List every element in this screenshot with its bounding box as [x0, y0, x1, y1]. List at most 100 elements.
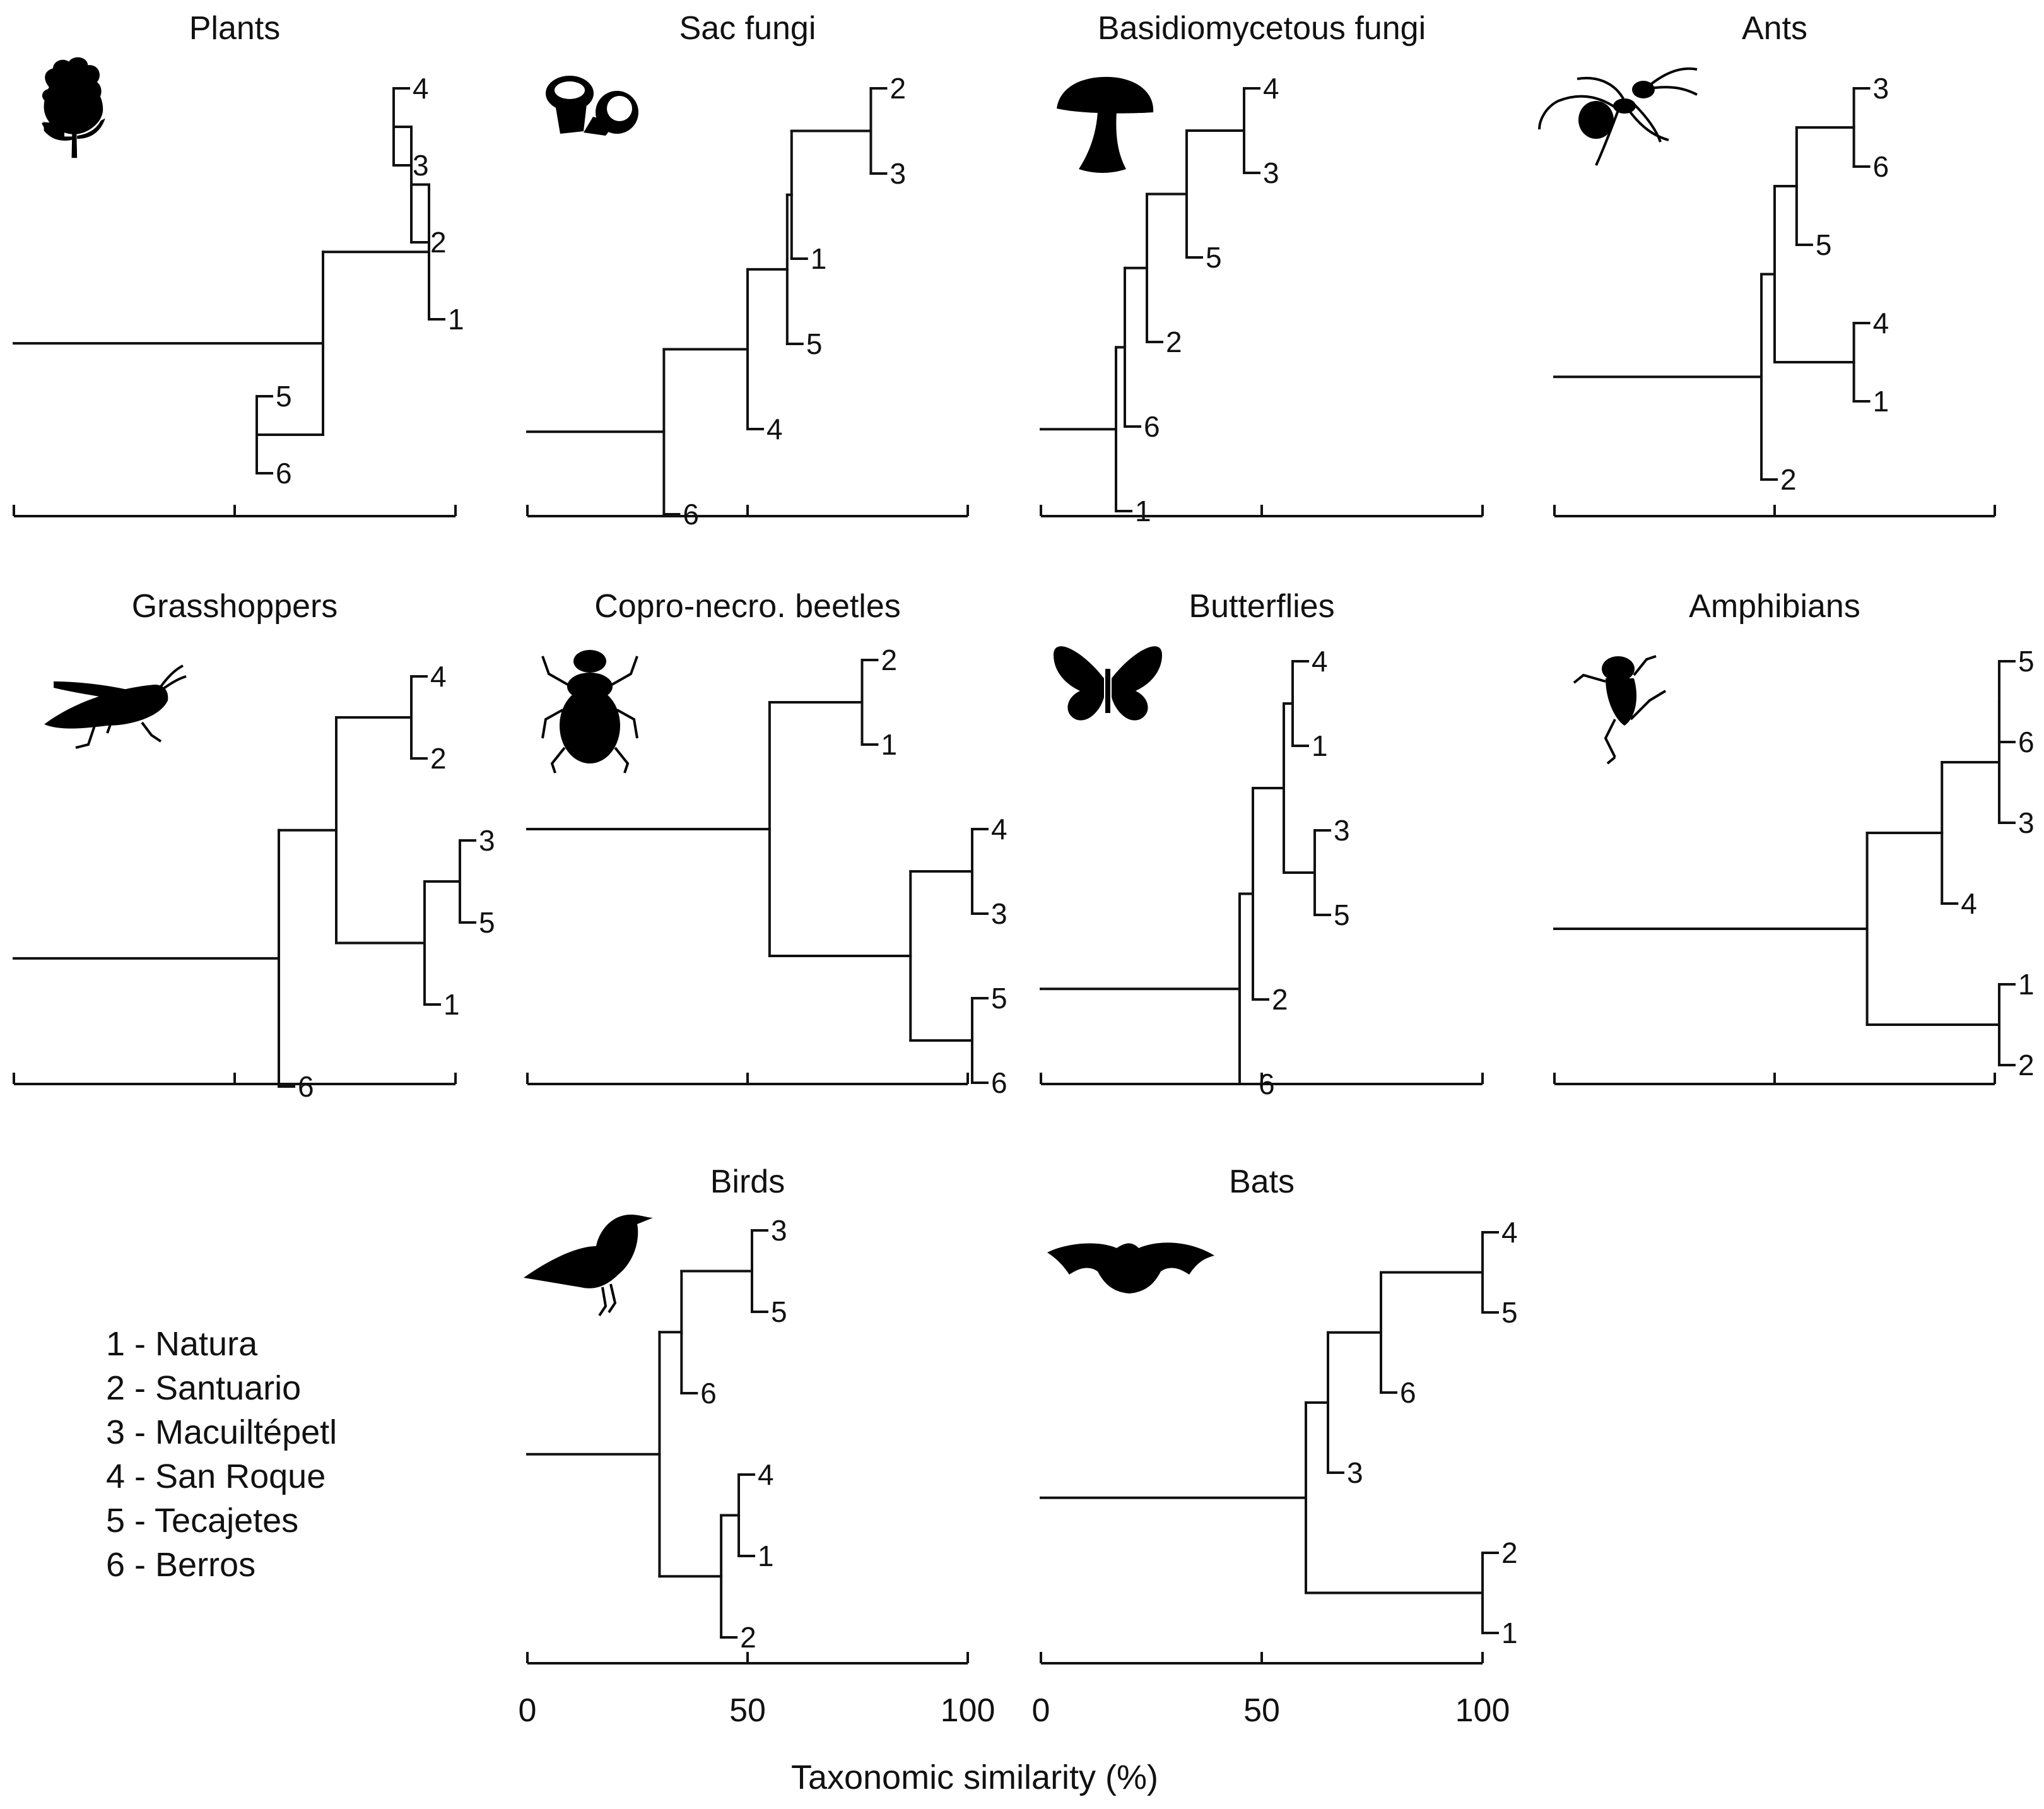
- panel-title: Copro-necro. beetles: [594, 588, 901, 625]
- leaf-label: 5: [276, 380, 292, 413]
- panel-title: Sac fungi: [679, 10, 816, 47]
- leaf-label: 2: [890, 72, 906, 105]
- leaf-label: 3: [771, 1214, 787, 1247]
- leaf-label: 1: [443, 988, 460, 1021]
- leaf-label: 2: [740, 1621, 756, 1654]
- panel-title: Amphibians: [1689, 588, 1860, 625]
- leaf-label: 5: [1501, 1296, 1518, 1329]
- leaf-label: 2: [1272, 983, 1288, 1016]
- leaf-label: 4: [991, 813, 1007, 846]
- leaf-label: 3: [1873, 72, 1889, 105]
- leaf-label: 4: [766, 413, 783, 445]
- panel-grasshoppers: Grasshoppers 4 2 3 5 1 6: [13, 588, 495, 1103]
- x-tick-label: 50: [1243, 1692, 1280, 1729]
- silhouettes: [42, 57, 1698, 1317]
- x-tick-label: 0: [519, 1692, 537, 1729]
- leaf-label: 3: [2018, 806, 2035, 839]
- leaf-label: 4: [758, 1458, 774, 1491]
- leaf-label: 1: [1135, 495, 1151, 527]
- leaf-label: 1: [758, 1540, 774, 1572]
- leaf-label: 5: [1206, 241, 1222, 274]
- leaf-label: 2: [430, 226, 447, 259]
- leaf-label: 4: [430, 660, 447, 693]
- leaf-label: 2: [1780, 463, 1797, 496]
- legend-item: 4 - San Roque: [106, 1458, 326, 1495]
- sac-fungi-icon: [546, 76, 638, 136]
- mushroom-icon: [1057, 76, 1154, 173]
- legend-item: 3 - Macuiltépetl: [106, 1413, 337, 1451]
- panel-title: Ants: [1742, 10, 1807, 47]
- panel-copro-necro-beetles: Copro-necro. beetles 2 1 4 3 5 6: [526, 588, 1007, 1099]
- leaf-label: 1: [811, 242, 827, 275]
- leaf-label: 6: [683, 498, 699, 531]
- leaf-label: 6: [991, 1066, 1007, 1099]
- tree-icon: [42, 57, 105, 158]
- panel-ants: Ants 3 6 5 4 1 2: [1553, 10, 1996, 517]
- panel-basidiomycetous-fungi: Basidiomycetous fungi 4 3 5 2 6 1: [1040, 10, 1484, 527]
- leaf-label: 4: [1873, 307, 1889, 339]
- leaf-label: 6: [1400, 1376, 1416, 1409]
- leaf-label: 5: [991, 982, 1007, 1015]
- leaf-label: 6: [700, 1377, 717, 1410]
- legend-item: 5 - Tecajetes: [106, 1502, 298, 1540]
- leaf-label: 2: [1166, 326, 1182, 358]
- leaf-label: 1: [1501, 1617, 1518, 1649]
- leaf-label: 3: [479, 824, 495, 857]
- butterfly-icon: [1054, 646, 1162, 721]
- leaf-label: 2: [881, 644, 897, 676]
- leaf-label: 4: [1263, 72, 1279, 105]
- leaf-label: 5: [2018, 645, 2035, 678]
- leaf-label: 6: [1873, 150, 1889, 183]
- leaf-label: 4: [413, 72, 429, 105]
- legend-item: 2 - Santuario: [106, 1369, 301, 1407]
- bird-icon: [524, 1215, 653, 1317]
- leaf-label: 5: [1334, 899, 1350, 931]
- panel-birds: Birds 3 5 6 4 1 2 0 50 100: [519, 1164, 996, 1729]
- x-tick-label: 100: [941, 1692, 996, 1729]
- legend: 1 - Natura 2 - Santuario 3 - Macuiltépet…: [106, 1325, 337, 1584]
- leaf-label: 1: [448, 303, 464, 336]
- leaf-label: 4: [1312, 645, 1328, 678]
- panel-title: Birds: [710, 1164, 785, 1200]
- leaf-label: 2: [1501, 1536, 1518, 1569]
- leaf-label: 3: [413, 149, 429, 182]
- leaf-label: 3: [1263, 156, 1279, 189]
- legend-item: 1 - Natura: [106, 1325, 258, 1363]
- legend-item: 6 - Berros: [106, 1546, 256, 1584]
- leaf-label: 3: [1334, 814, 1350, 847]
- panel-title: Grasshoppers: [132, 588, 338, 625]
- leaf-label: 4: [1961, 887, 1977, 920]
- x-axis-title: Taxonomic similarity (%): [791, 1759, 1158, 1796]
- bat-icon: [1047, 1242, 1214, 1293]
- leaf-label: 5: [479, 906, 495, 939]
- leaf-label: 5: [771, 1295, 787, 1328]
- leaf-label: 1: [1312, 729, 1328, 762]
- leaf-label: 2: [430, 742, 447, 775]
- beetle-icon: [541, 650, 638, 774]
- leaf-label: 5: [1816, 228, 1832, 261]
- leaf-label: 1: [881, 728, 897, 761]
- leaf-label: 3: [991, 897, 1007, 930]
- leaf-label: 6: [298, 1070, 314, 1103]
- x-tick-label: 0: [1032, 1692, 1050, 1729]
- ant-icon: [1538, 67, 1698, 166]
- leaf-label: 1: [1873, 385, 1889, 418]
- leaf-label: 3: [1347, 1456, 1363, 1489]
- x-tick-label: 50: [729, 1692, 766, 1729]
- leaf-label: 3: [890, 157, 906, 190]
- leaf-label: 1: [2018, 968, 2035, 1001]
- leaf-label: 4: [1501, 1216, 1518, 1249]
- leaf-label: 6: [1144, 410, 1160, 443]
- panel-title: Plants: [189, 10, 281, 47]
- panel-title: Basidiomycetous fungi: [1098, 10, 1426, 47]
- x-tick-label: 100: [1455, 1692, 1510, 1729]
- panel-title: Butterflies: [1189, 588, 1334, 625]
- leaf-label: 2: [2018, 1049, 2035, 1081]
